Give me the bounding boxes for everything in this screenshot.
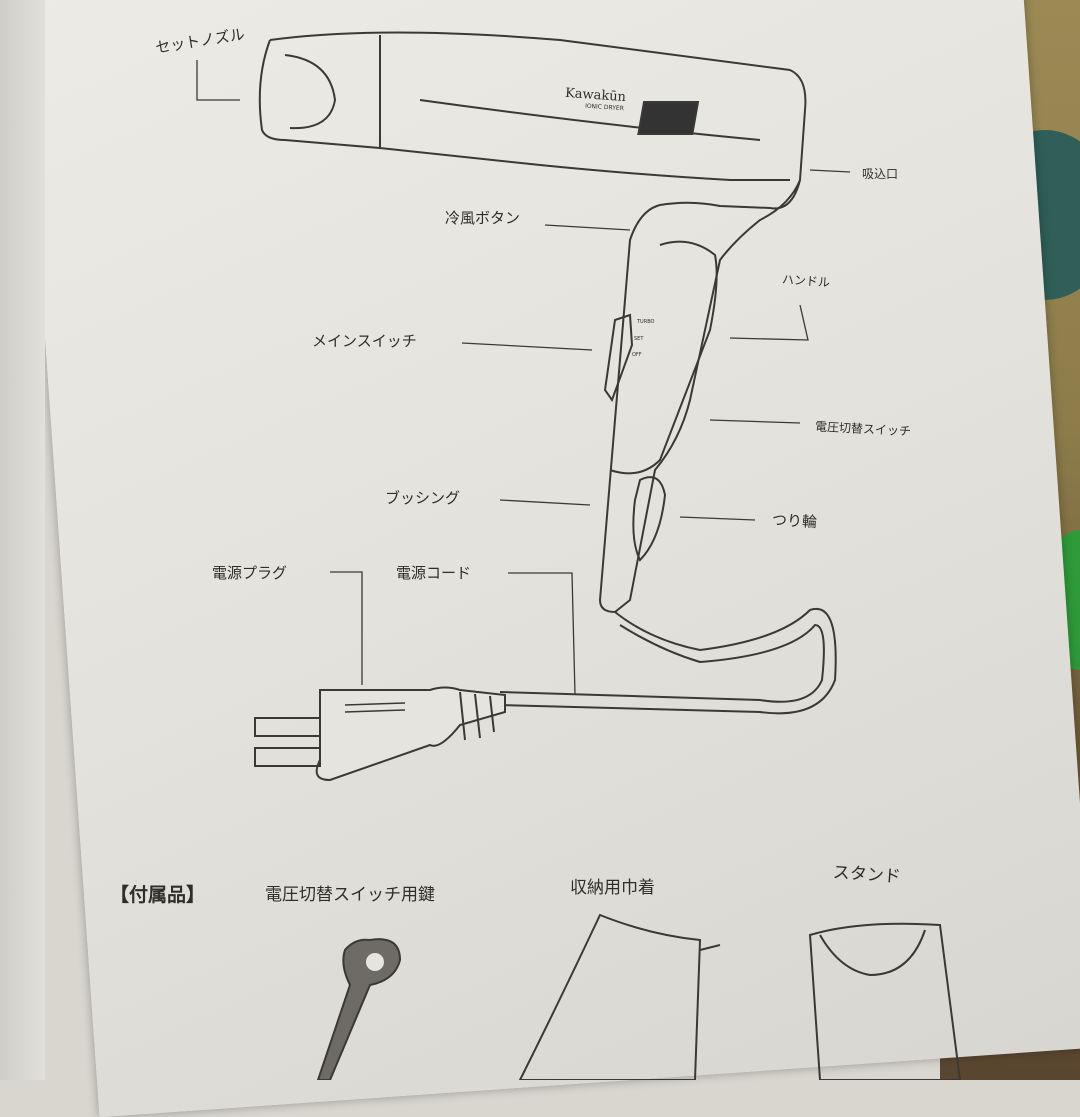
switch-pos-off: OFF <box>632 352 642 358</box>
control-panel <box>637 101 700 135</box>
switch-pos-set: SET <box>634 336 644 342</box>
nozzle-inner <box>284 54 337 130</box>
label-power-plug: 電源プラグ <box>212 564 288 582</box>
label-bushing: ブッシング <box>385 489 461 507</box>
plug-prong <box>254 717 321 737</box>
key-icon <box>316 938 402 1080</box>
previous-page-edge <box>0 0 45 1080</box>
label-handle: ハンドル <box>781 272 831 290</box>
power-cord <box>499 607 837 715</box>
accessory-pouch-label: 収納用巾着 <box>570 878 655 898</box>
switch-pos-turbo: TURBO <box>637 319 655 325</box>
stand-icon <box>808 922 962 1080</box>
dryer-body <box>269 31 807 614</box>
hair-dryer-diagram <box>196 31 962 1080</box>
accessories-heading: 【付属品】 <box>110 884 206 906</box>
switch <box>603 313 634 403</box>
label-cool-button: 冷風ボタン <box>445 209 521 227</box>
label-intake: 吸込口 <box>862 167 899 181</box>
hanging-loop <box>632 476 667 562</box>
label-power-cord: 電源コード <box>396 564 472 582</box>
label-main-switch: メインスイッチ <box>312 332 417 350</box>
pouch-icon <box>518 913 702 1080</box>
nozzle <box>258 35 381 150</box>
accessory-stand-label: スタンド <box>832 862 902 888</box>
accessory-key-label: 電圧切替スイッチ用鍵 <box>265 885 435 905</box>
plug-prong <box>254 747 321 767</box>
handle-outline <box>609 240 718 475</box>
label-hanging-loop: つり輪 <box>771 510 818 532</box>
